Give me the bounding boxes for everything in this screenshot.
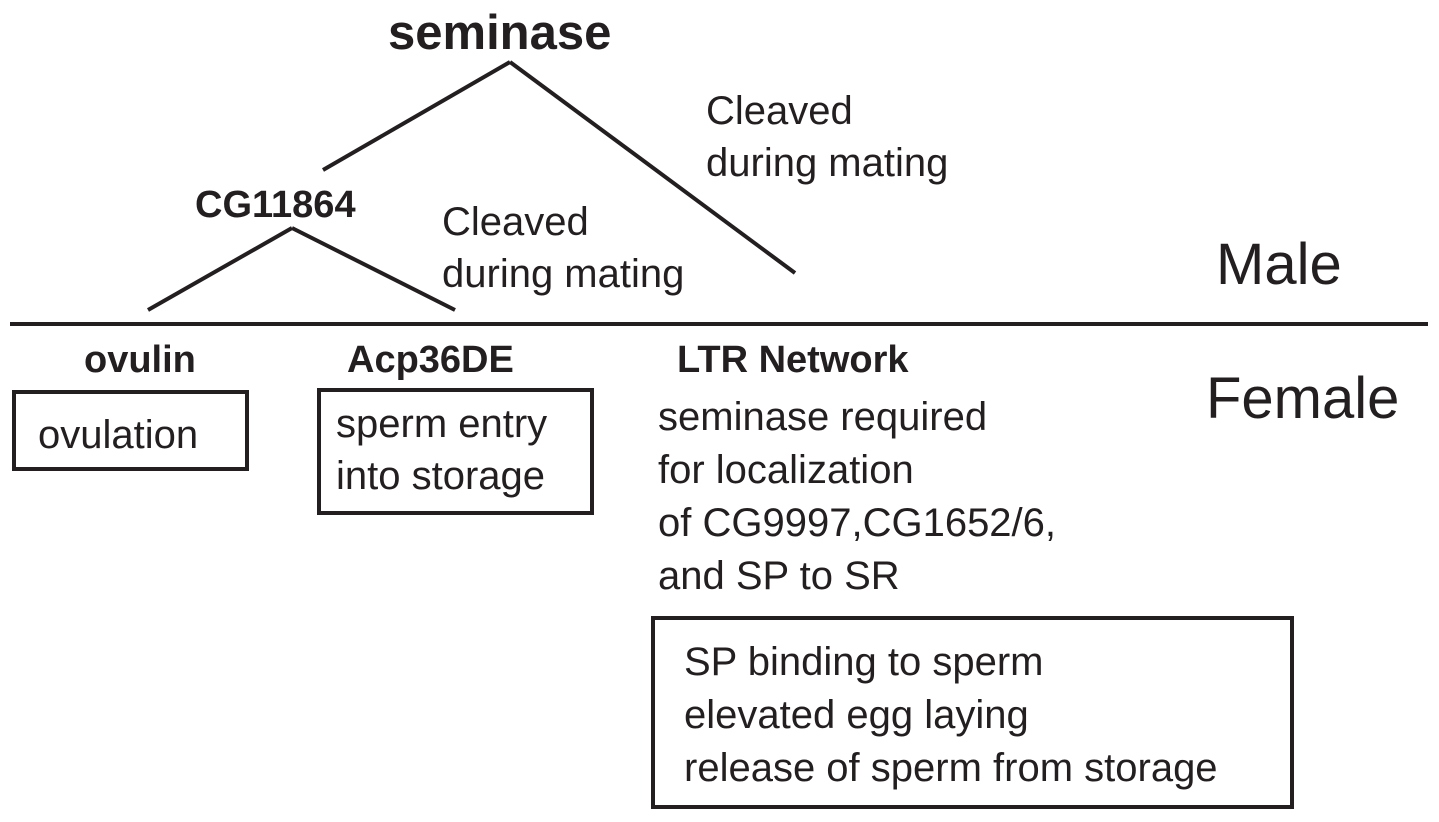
ovulin-function-text: ovulation — [38, 413, 199, 457]
cg11864-left-branch — [147, 226, 293, 312]
seminase-label: seminase — [388, 6, 612, 60]
cg11864-label: CG11864 — [195, 184, 356, 226]
ltr-function-box — [651, 616, 1294, 809]
female-region-label: Female — [1206, 366, 1400, 431]
ltr-network-label: LTR Network — [677, 339, 909, 381]
seminase-right-branch — [508, 60, 797, 275]
acp36de-function-box — [317, 388, 594, 515]
seminase-left-branch — [321, 60, 512, 172]
ovulin-label: ovulin — [84, 339, 196, 381]
male-region-label: Male — [1216, 232, 1342, 297]
acp36de-label: Acp36DE — [347, 339, 514, 381]
ltr-network-note: seminase required for localization of CG… — [658, 395, 1057, 598]
acp36de-function-text: sperm entry into storage — [336, 402, 548, 498]
cg11864-right-branch — [291, 226, 456, 312]
ovulin-function-box — [12, 390, 249, 471]
ltr-function-text: SP binding to sperm elevated egg laying … — [684, 640, 1218, 790]
seminase-cleavage-label: Cleaved during mating — [706, 89, 949, 185]
cg11864-cleavage-label: Cleaved during mating — [442, 200, 685, 296]
